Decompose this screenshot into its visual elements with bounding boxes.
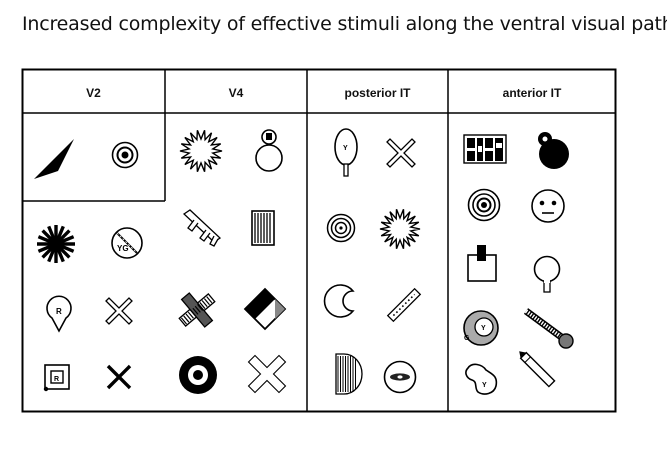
header-anterior-it: anterior IT: [502, 86, 562, 100]
radial-starburst-stimulus: [36, 224, 76, 264]
r-label: R: [56, 307, 62, 316]
grated-d-shape-stimulus: [332, 350, 363, 398]
g-label-disk: G: [464, 335, 470, 342]
concentric-circles-stimulus: [111, 141, 139, 169]
y-leaf-stimulus: Y: [333, 127, 359, 179]
pin-circle-stimulus: [531, 254, 563, 298]
r-pin-stimulus: R: [44, 293, 74, 333]
dotted-diagonal-bar-stimulus: [384, 285, 424, 325]
concentric-rings-stimulus: [326, 213, 356, 243]
square-with-notch-stimulus: [465, 243, 501, 283]
outlined-x-stimulus: [104, 296, 134, 326]
y-label-disk: Y: [481, 325, 486, 332]
y-label-leaf: Y: [343, 145, 348, 152]
spiky-star-stimulus-pit: [379, 208, 421, 250]
yg-label: YG: [117, 244, 129, 253]
y-blob-stimulus: Y: [462, 360, 502, 398]
solid-x-stimulus: [106, 364, 132, 390]
y-label-blob: Y: [482, 382, 487, 389]
nested-square-r-stimulus: R: [42, 362, 72, 392]
spiky-star-stimulus: [179, 129, 223, 173]
r-label-square: R: [54, 376, 59, 383]
header-v4: V4: [228, 86, 244, 100]
vertical-grating-stimulus: [251, 210, 275, 246]
eye-in-circle-stimulus: [383, 360, 417, 394]
face-stimulus: [530, 188, 566, 224]
diagonal-pencil-stimulus: [513, 345, 565, 397]
header-v2: V2: [86, 86, 101, 100]
triangle-stimulus: [32, 135, 76, 181]
crescent-stimulus: [323, 281, 363, 321]
figure-title: Increased complexity of effective stimul…: [22, 13, 667, 35]
cross-grating-stimulus: [176, 289, 218, 331]
striped-stick-ball-stimulus: [522, 307, 578, 351]
double-outlined-x-stimulus: [247, 354, 287, 394]
half-filled-diamond-stimulus: [242, 286, 288, 332]
filled-knob-circle-stimulus: [533, 130, 573, 170]
gy-disk-stimulus: Y G: [459, 308, 503, 348]
outlined-x-stimulus-pit: [385, 137, 417, 169]
yg-disk-stimulus: YG: [109, 225, 145, 261]
circle-with-knob-stimulus: [251, 128, 287, 174]
branching-bar-stimulus: [180, 208, 224, 248]
header-posterior-it: posterior IT: [344, 86, 411, 100]
bullseye-stimulus: [178, 355, 218, 395]
nested-rings-stimulus: [467, 188, 501, 222]
checker-blocks-stimulus: [463, 133, 507, 165]
